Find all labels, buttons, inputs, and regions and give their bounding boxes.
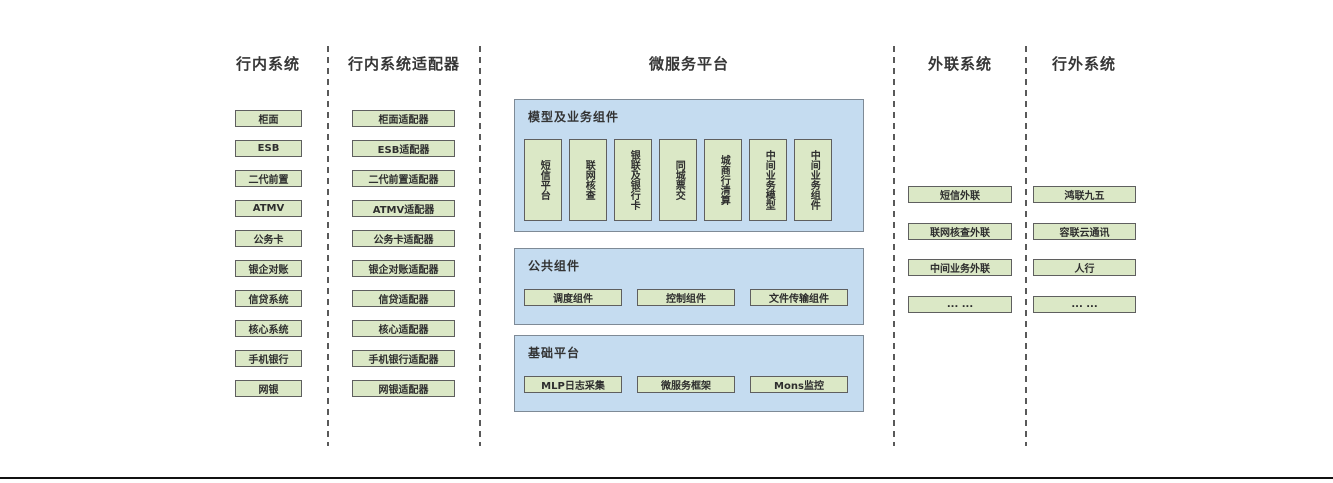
- component-box: 中间业务外联: [908, 259, 1012, 276]
- component-box: ... ...: [1033, 295, 1136, 313]
- component-box: 二代前置: [235, 170, 302, 187]
- base-platform-list: MLP日志采集微服务框架 Mons监控: [524, 376, 848, 393]
- component-box: Mons监控: [750, 376, 848, 393]
- component-box: 网银适配器: [352, 380, 455, 397]
- component-box: ESB: [235, 140, 302, 157]
- component-box: 核心适配器: [352, 320, 455, 337]
- column-separator-4: [1025, 46, 1027, 446]
- component-box: 公务卡: [235, 230, 302, 247]
- component-box: 同城票交: [659, 139, 697, 221]
- component-box: 人行: [1033, 259, 1136, 276]
- common-components-list: 调度组件控制组件文件传输组件: [524, 289, 848, 306]
- column-header-external-link-systems: 外联系统: [927, 55, 992, 73]
- component-box: 容联云通讯: [1033, 222, 1136, 240]
- component-box: 鸿联九五: [1033, 186, 1136, 203]
- panel-label: 模型及业务组件: [528, 110, 620, 124]
- panel-model-business-components: 模型及业务组件 短信平台联网核查银联及银行卡同城票交城商行清算中间业务模型中间业…: [514, 99, 864, 232]
- outside-bank-systems-list: 鸿联九五容联云通讯人行 ... ...: [1033, 186, 1136, 332]
- component-box: ... ...: [908, 295, 1012, 313]
- column-header-outside-bank-systems: 行外系统: [1051, 55, 1116, 73]
- component-box: 中间业务组件: [794, 139, 832, 221]
- component-box: 信贷系统: [235, 290, 302, 307]
- component-box: 银联及银行卡: [614, 139, 652, 221]
- column-header-internal-systems: 行内系统: [235, 55, 300, 73]
- panel-common-components: 公共组件 调度组件控制组件文件传输组件: [514, 248, 864, 325]
- column-separator-1: [327, 46, 329, 446]
- bottom-rule: [0, 477, 1333, 479]
- component-box: 信贷适配器: [352, 290, 455, 307]
- component-box: 网银: [235, 380, 302, 397]
- component-box: 银企对账适配器: [352, 260, 455, 277]
- component-box: 调度组件: [524, 289, 622, 306]
- panel-label: 公共组件: [528, 259, 581, 273]
- component-box: ESB适配器: [352, 140, 455, 157]
- component-box: 银企对账: [235, 260, 302, 277]
- component-box: 柜面: [235, 110, 302, 127]
- panel-label: 基础平台: [528, 346, 581, 360]
- component-box: 核心系统: [235, 320, 302, 337]
- component-box: 短信平台: [524, 139, 562, 221]
- external-link-systems-list: 短信外联联网核查外联中间业务外联 ... ...: [908, 186, 1012, 332]
- component-box: 二代前置适配器: [352, 170, 455, 187]
- component-box: 手机银行: [235, 350, 302, 367]
- component-box: 城商行清算: [704, 139, 742, 221]
- column-header-microservice-platform: 微服务平台: [648, 55, 729, 73]
- component-box: 控制组件: [637, 289, 735, 306]
- column-separator-3: [893, 46, 895, 446]
- column-separator-2: [479, 46, 481, 446]
- component-box: MLP日志采集: [524, 376, 622, 393]
- component-box: 手机银行适配器: [352, 350, 455, 367]
- component-box: 联网核查: [569, 139, 607, 221]
- column-header-internal-system-adapters: 行内系统适配器: [347, 55, 460, 73]
- internal-system-adapters-list: 柜面适配器 ESB适配器二代前置适配器 ATMV适配器公务卡适配器银企对账适配器信贷…: [352, 110, 455, 410]
- internal-systems-list: 柜面 ESB 二代前置 ATMV 公务卡银企对账信贷系统核心系统手机银行网银: [235, 110, 302, 410]
- component-box: 联网核查外联: [908, 222, 1012, 240]
- component-box: 短信外联: [908, 186, 1012, 203]
- component-box: 公务卡适配器: [352, 230, 455, 247]
- component-box: 微服务框架: [637, 376, 735, 393]
- component-box: 文件传输组件: [750, 289, 848, 306]
- component-box: ATMV: [235, 200, 302, 217]
- component-box: 中间业务模型: [749, 139, 787, 221]
- component-box: ATMV适配器: [352, 200, 455, 217]
- model-business-components-list: 短信平台联网核查银联及银行卡同城票交城商行清算中间业务模型中间业务组件: [524, 139, 832, 221]
- panel-base-platform: 基础平台 MLP日志采集微服务框架 Mons监控: [514, 335, 864, 412]
- component-box: 柜面适配器: [352, 110, 455, 127]
